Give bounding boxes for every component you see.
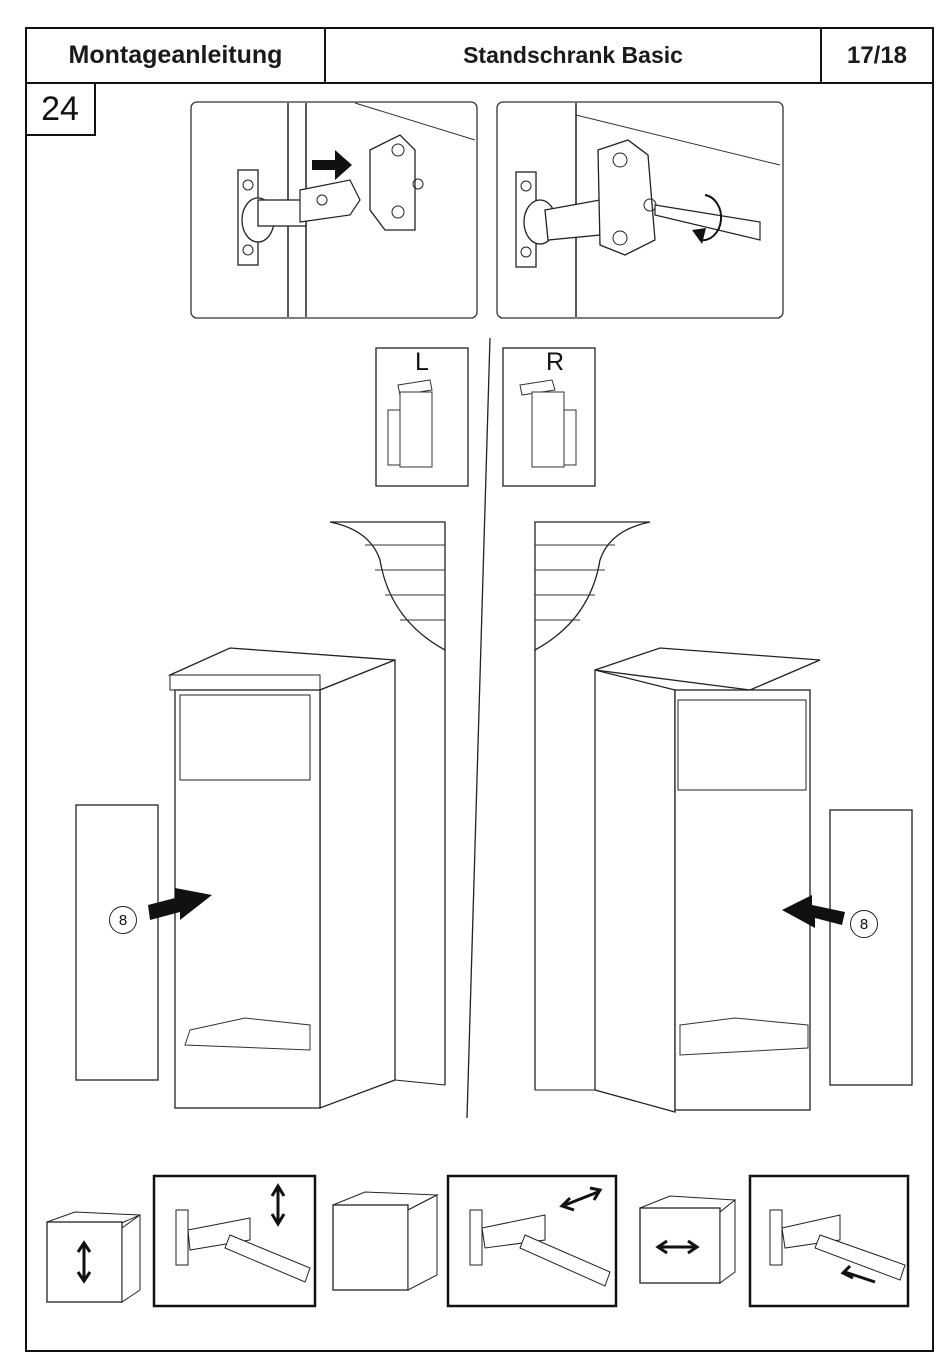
- wall-left: [330, 522, 445, 650]
- adjustment-row: [47, 1176, 908, 1306]
- hinge-detail-screw: [497, 102, 783, 318]
- part-callout-right: 8: [850, 910, 878, 938]
- part-callout-left: 8: [109, 906, 137, 934]
- wall-right: [535, 522, 650, 650]
- door-right: [830, 810, 912, 1085]
- cabinet-right: [535, 522, 912, 1112]
- door-left: [76, 805, 158, 1080]
- variant-left-label: L: [376, 348, 468, 377]
- cabinet-left: [76, 522, 445, 1108]
- variant-right-label: R: [503, 348, 607, 377]
- divider-line: [467, 338, 490, 1118]
- hinge-detail-insert: [191, 102, 477, 318]
